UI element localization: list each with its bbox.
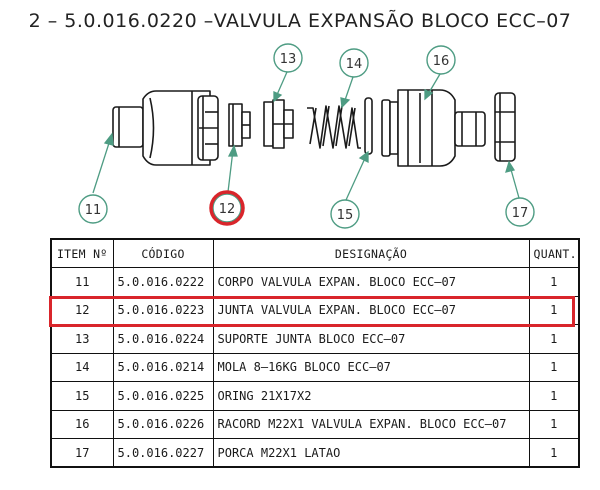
part-14-spring [307, 105, 361, 149]
part-11-valve-body [112, 90, 219, 166]
header-description: DESIGNAÇÃO [212, 238, 530, 268]
cell-code: 5.0.016.0225 [112, 381, 214, 411]
svg-text:13: 13 [280, 52, 297, 67]
svg-text:14: 14 [346, 57, 363, 72]
drawing-title: 2 – 5.0.016.0220 –VALVULA EXPANSÃO BLOCO… [28, 10, 572, 32]
balloon-11: 11 [78, 194, 108, 224]
cell-quantity: 1 [528, 352, 580, 382]
svg-text:12: 12 [219, 202, 236, 217]
table-row: 14 5.0.016.0214 MOLA 8–16KG BLOCO ECC–07… [50, 352, 580, 382]
balloon-12: 12 [209, 190, 245, 226]
table-row: 17 5.0.016.0227 PORCA M22X1 LATAO 1 [50, 438, 580, 468]
cell-code: 5.0.016.0224 [112, 324, 214, 354]
cell-quantity: 1 [528, 438, 580, 468]
svg-text:17: 17 [512, 206, 529, 221]
cell-item: 11 [50, 267, 114, 297]
cell-description: MOLA 8–16KG BLOCO ECC–07 [212, 352, 530, 382]
table-row: 11 5.0.016.0222 CORPO VALVULA EXPAN. BLO… [50, 267, 580, 297]
svg-text:15: 15 [337, 208, 354, 223]
cell-description: JUNTA VALVULA EXPAN. BLOCO ECC–07 [212, 295, 530, 325]
table-row: 15 5.0.016.0225 ORING 21X17X2 1 [50, 381, 580, 411]
cell-description: ORING 21X17X2 [212, 381, 530, 411]
cell-quantity: 1 [528, 381, 580, 411]
header-code: CÓDIGO [112, 238, 214, 268]
part-15-oring [364, 97, 373, 155]
cell-item: 17 [50, 438, 114, 468]
cell-item: 16 [50, 409, 114, 439]
table-row: 12 5.0.016.0223 JUNTA VALVULA EXPAN. BLO… [50, 295, 580, 325]
part-12-gasket [228, 103, 251, 147]
part-17-nut [494, 92, 516, 162]
table-row: 13 5.0.016.0224 SUPORTE JUNTA BLOCO ECC–… [50, 324, 580, 354]
parts-list-table: ITEM Nº CÓDIGO DESIGNAÇÃO QUANT. 11 5.0.… [50, 238, 580, 468]
balloon-17: 17 [505, 197, 535, 227]
cell-code: 5.0.016.0226 [112, 409, 214, 439]
table-header-row: ITEM Nº CÓDIGO DESIGNAÇÃO QUANT. [50, 238, 580, 268]
cell-item: 12 [50, 295, 114, 325]
cell-item: 15 [50, 381, 114, 411]
cell-code: 5.0.016.0227 [112, 438, 214, 468]
cell-description: CORPO VALVULA EXPAN. BLOCO ECC–07 [212, 267, 530, 297]
balloon-13: 13 [273, 43, 303, 73]
header-item: ITEM Nº [50, 238, 114, 268]
cell-code: 5.0.016.0222 [112, 267, 214, 297]
cell-quantity: 1 [528, 295, 580, 325]
table-row: 16 5.0.016.0226 RACORD M22X1 VALVULA EXP… [50, 409, 580, 439]
cell-description: PORCA M22X1 LATAO [212, 438, 530, 468]
cell-code: 5.0.016.0214 [112, 352, 214, 382]
cell-code: 5.0.016.0223 [112, 295, 214, 325]
part-13-gasket-support [263, 99, 294, 149]
cell-quantity: 1 [528, 324, 580, 354]
balloon-14: 14 [339, 48, 369, 78]
svg-text:16: 16 [433, 54, 450, 69]
cell-quantity: 1 [528, 267, 580, 297]
cell-item: 14 [50, 352, 114, 382]
exploded-view-drawing: 11 12 13 14 15 16 17 [78, 43, 535, 229]
cell-description: RACORD M22X1 VALVULA EXPAN. BLOCO ECC–07 [212, 409, 530, 439]
cell-item: 13 [50, 324, 114, 354]
header-quantity: QUANT. [528, 238, 580, 268]
balloon-16: 16 [426, 45, 456, 75]
cell-quantity: 1 [528, 409, 580, 439]
part-16-racord [381, 89, 486, 167]
svg-text:11: 11 [85, 203, 102, 218]
balloon-15: 15 [330, 199, 360, 229]
cell-description: SUPORTE JUNTA BLOCO ECC–07 [212, 324, 530, 354]
